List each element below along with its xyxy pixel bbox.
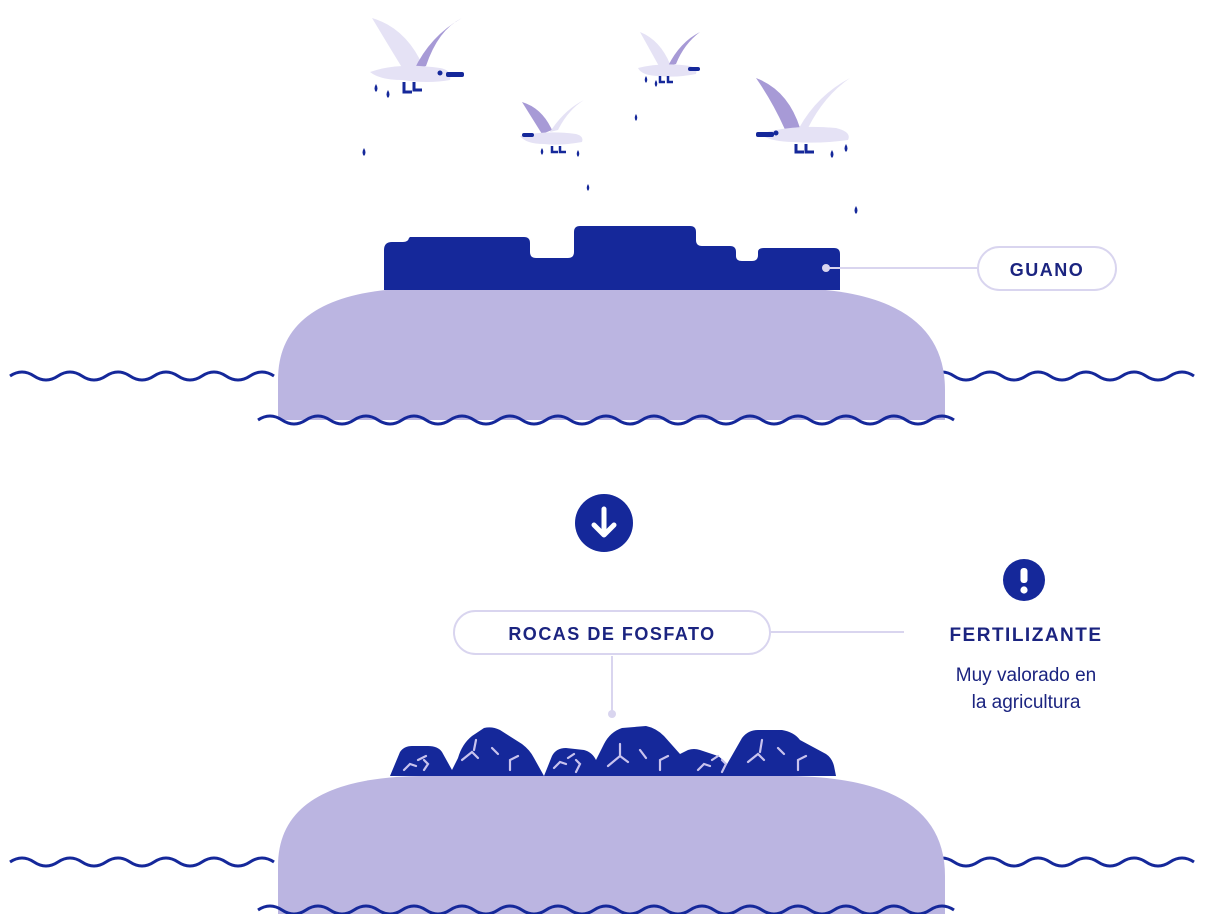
island-bottom — [278, 776, 945, 914]
fertilizer-description-line2: la agricultura — [972, 692, 1081, 713]
phosphate-label-pill — [453, 610, 771, 655]
seagull-3 — [638, 32, 700, 84]
sea-wave-top-bottom — [257, 414, 955, 426]
guano-droplets — [362, 76, 858, 214]
sea-wave-bottom-right — [929, 856, 1195, 868]
seagull-1 — [370, 18, 464, 94]
bottom-scene: ROCAS DE FOSFATO FERTILIZANTE Muy valora… — [9, 559, 1195, 914]
seagull-2 — [520, 100, 584, 154]
fertilizer-title: FERTILIZANTE — [949, 625, 1102, 646]
phosphate-callout-dot — [608, 710, 616, 718]
island-top — [278, 288, 945, 420]
arrow-down-icon — [575, 494, 633, 552]
phosphate-label: ROCAS DE FOSFATO — [508, 624, 715, 644]
fertilizer-description-line1: Muy valorado en — [956, 665, 1096, 686]
guano-label-pill — [977, 246, 1117, 291]
sea-wave-top-left — [9, 370, 275, 382]
sea-wave-top-right — [929, 370, 1195, 382]
sea-wave-bottom-left — [9, 856, 275, 868]
top-scene: GUANO — [9, 18, 1195, 426]
guano-deposit — [384, 226, 840, 290]
seagull-4 — [756, 78, 850, 154]
phosphate-rocks — [390, 726, 836, 776]
guano-label: GUANO — [1010, 260, 1085, 280]
sea-wave-bottom-bottom — [257, 904, 955, 914]
exclamation-icon — [1003, 559, 1045, 601]
